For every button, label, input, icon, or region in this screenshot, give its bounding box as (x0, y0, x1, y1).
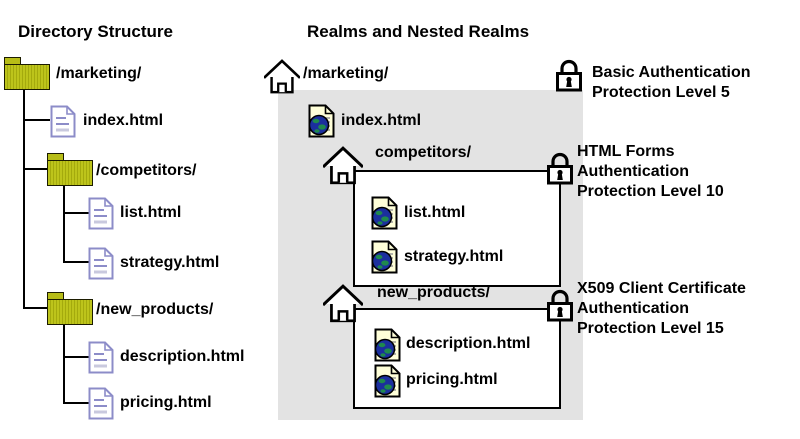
tree-item-new-products: /new_products/ (96, 301, 214, 318)
realm-file-list: list.html (404, 204, 466, 221)
tree-connector (63, 324, 65, 404)
home-icon (323, 146, 363, 185)
padlock-icon (547, 152, 573, 185)
realm-file-pricing: pricing.html (406, 371, 498, 388)
realm-file-strategy: strategy.html (404, 248, 504, 265)
tree-item-strategy: strategy.html (120, 254, 220, 271)
webpage-globe-icon (374, 364, 401, 398)
webpage-globe-icon (371, 240, 398, 274)
tree-item-list: list.html (120, 204, 182, 221)
tree-item-marketing: /marketing/ (56, 65, 142, 82)
padlock-icon (556, 59, 582, 92)
tree-connector (63, 356, 89, 358)
realm-label-new-products: new_products/ (377, 284, 490, 301)
document-icon (88, 341, 114, 374)
tree-connector (63, 212, 89, 214)
tree-connector (63, 185, 65, 263)
home-icon (264, 59, 300, 94)
realm-file-description: description.html (406, 335, 531, 352)
document-icon (88, 387, 114, 420)
padlock-icon (547, 289, 573, 322)
tree-item-competitors: /competitors/ (96, 162, 197, 179)
home-icon (323, 284, 363, 323)
folder-icon (47, 153, 93, 186)
webpage-globe-icon (371, 196, 398, 230)
webpage-globe-icon (374, 328, 401, 362)
tree-connector (23, 89, 25, 309)
tree-connector (23, 307, 48, 309)
webpage-globe-icon (308, 104, 335, 138)
tree-connector (23, 119, 50, 121)
document-icon (88, 247, 114, 280)
tree-connector (63, 402, 89, 404)
realm-label-competitors: competitors/ (375, 144, 472, 161)
left-panel-title: Directory Structure (18, 22, 173, 41)
document-icon (88, 197, 114, 230)
tree-item-description: description.html (120, 348, 245, 365)
folder-icon (4, 57, 50, 90)
document-icon (50, 105, 76, 138)
annotation-basic-auth: Basic Authentication Protection Level 5 (592, 64, 751, 101)
tree-connector (23, 168, 48, 170)
tree-item-index: index.html (83, 112, 164, 129)
annotation-forms-auth: HTML Forms Authentication Protection Lev… (577, 143, 724, 200)
annotation-x509-auth: X509 Client Certificate Authentication P… (577, 280, 746, 337)
right-panel-title: Realms and Nested Realms (307, 22, 530, 41)
realm-file-index: index.html (341, 112, 422, 129)
realm-label-marketing: /marketing/ (303, 65, 389, 82)
tree-connector (63, 261, 89, 263)
folder-icon (47, 292, 93, 325)
tree-item-pricing: pricing.html (120, 394, 212, 411)
